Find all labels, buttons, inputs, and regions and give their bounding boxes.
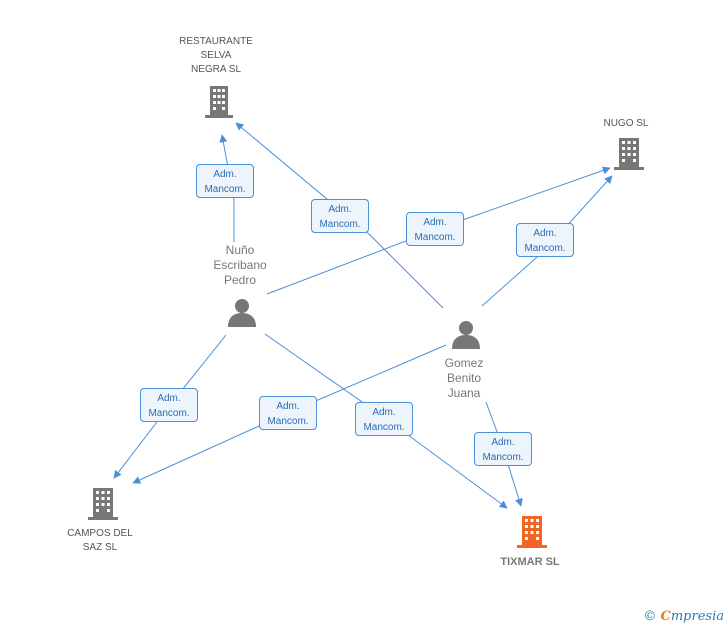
edge-nuno-restaurante[interactable] [219, 134, 235, 242]
person-icon[interactable] [228, 299, 256, 327]
brand-footer: © Cmpresia [643, 609, 724, 624]
edge-label-gomez-tixmar[interactable]: Adm. Mancom. [474, 432, 532, 466]
copyright-symbol: © [643, 609, 657, 624]
edge-gomez-restaurante[interactable] [235, 122, 444, 309]
brand-logo-text: mpresia [670, 609, 724, 624]
building-icon[interactable] [205, 86, 233, 118]
edge-label-gomez-campos[interactable]: Adm. Mancom. [259, 396, 317, 430]
person-icon[interactable] [452, 321, 480, 349]
company-label-restaurante[interactable]: RESTAURANTE SELVA NEGRA SL [179, 36, 253, 75]
edge-label-nuno-campos[interactable]: Adm. Mancom. [140, 388, 198, 422]
building-icon[interactable] [614, 138, 644, 170]
building-icon[interactable] [517, 516, 547, 548]
edge-label-gomez-nugo[interactable]: Adm. Mancom. [516, 223, 574, 257]
building-icon[interactable] [88, 488, 118, 520]
edge-label-nuno-restaurante[interactable]: Adm. Mancom. [196, 164, 254, 198]
company-label-campos[interactable]: CAMPOS DEL SAZ SL [67, 528, 133, 553]
edges [113, 122, 613, 509]
company-label-tixmar[interactable]: TIXMAR SL [500, 556, 560, 568]
company-label-nugo[interactable]: NUGO SL [603, 118, 649, 129]
person-label-nuno[interactable]: Nuño Escribano Pedro [213, 243, 267, 287]
edge-label-nuno-tixmar[interactable]: Adm. Mancom. [355, 402, 413, 436]
brand-logo-initial: C [660, 609, 671, 624]
edge-label-gomez-restaurante[interactable]: Adm. Mancom. [311, 199, 369, 233]
person-label-gomez[interactable]: Gomez Benito Juana [444, 356, 484, 400]
edge-label-nuno-nugo[interactable]: Adm. Mancom. [406, 212, 464, 246]
